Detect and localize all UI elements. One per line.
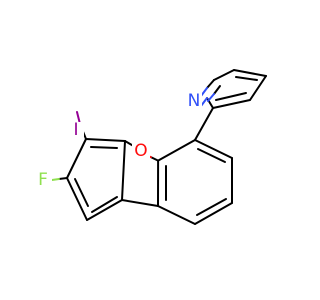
bond-pyc5-pyc6 xyxy=(213,69,235,81)
bond-c6-c7 xyxy=(194,139,233,159)
bond-c6-pyc2 xyxy=(194,107,214,141)
bond-pyc3-pyc4 xyxy=(249,75,267,101)
bond-pyc6-n-black xyxy=(206,79,215,89)
bond-c5a-c6 xyxy=(157,139,196,162)
atom-label-iodine: I xyxy=(73,120,78,140)
bond-o-c5a-black xyxy=(149,156,160,162)
bond-c3-c2-inner xyxy=(74,178,89,207)
bond-c6-c7-double xyxy=(197,148,226,163)
f-label-background xyxy=(34,170,52,188)
bond-c3-f-black xyxy=(58,177,68,180)
bond-c2-c1 xyxy=(86,199,123,221)
bond-pyc4-pyc5-double xyxy=(235,76,258,81)
bond-pyc2-pyc3 xyxy=(212,99,251,109)
bond-pyc2-pyc3-double xyxy=(215,92,247,101)
atom-label-nitrogen: N xyxy=(188,91,201,111)
bond-c8-c9-double xyxy=(196,198,227,216)
molecule-structure-diagram: O N F I xyxy=(34,69,267,225)
atom-label-oxygen: O xyxy=(134,141,147,161)
o-label-background xyxy=(132,141,150,159)
bond-pyc6-n-double-blue xyxy=(207,93,215,102)
n-label-background xyxy=(184,92,202,110)
bond-pyc6-n-double-black xyxy=(213,85,221,95)
bond-c4-c3 xyxy=(66,138,87,179)
bond-c9-c9a xyxy=(157,205,196,225)
i-label-background xyxy=(68,122,84,140)
atom-label-fluorine: F xyxy=(38,170,48,190)
atom-labels: O N F I xyxy=(34,91,202,190)
bond-pyc4-pyc5 xyxy=(233,69,267,77)
bond-c2-c1-double xyxy=(91,196,118,213)
bond-o-c4a-black xyxy=(124,140,134,147)
bonds xyxy=(51,69,267,225)
bond-c4b-c5a xyxy=(121,199,159,207)
bond-c3-f-green xyxy=(51,178,60,181)
bond-c3-c2 xyxy=(66,177,88,221)
bond-c8-c9 xyxy=(194,202,233,225)
bond-c4a-c4b xyxy=(121,140,126,201)
bond-c4a-c4-double xyxy=(90,146,118,149)
bond-c4a-c4 xyxy=(85,138,126,142)
